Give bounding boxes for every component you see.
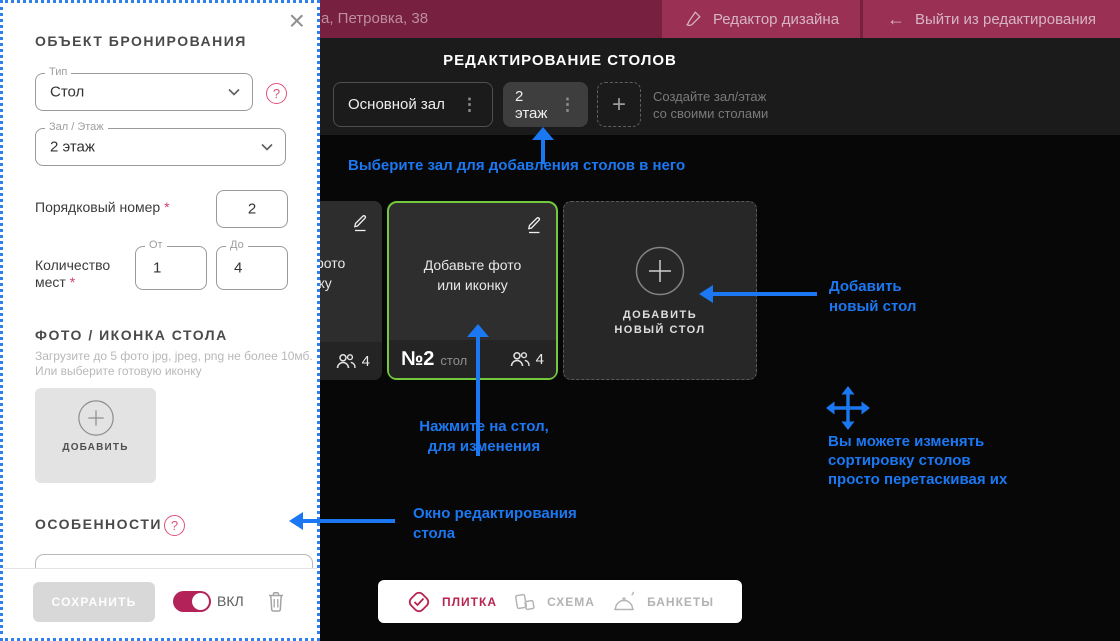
features-help-icon[interactable]: ?	[164, 515, 185, 536]
order-number-value: 2	[247, 200, 257, 218]
annotation-edit-window: Окно редактирования стола	[413, 505, 577, 542]
banquet-cloche-icon	[614, 591, 635, 610]
photo-hint: Загрузите до 5 фото jpg, jpeg, png не бо…	[35, 349, 313, 378]
panel-footer: СОХРАНИТЬ ВКЛ	[3, 568, 317, 638]
trash-icon[interactable]	[266, 590, 286, 618]
type-help-icon[interactable]: ?	[266, 83, 287, 104]
annotation-add-new-table: Добавить новый стол	[829, 278, 917, 315]
plus-circle-icon	[77, 400, 114, 436]
arrow-left-to-add-table	[699, 285, 817, 303]
people-icon	[336, 354, 356, 369]
add-hall-button[interactable]: +	[597, 82, 641, 127]
photo-section-title: ФОТО / ИКОНКА СТОЛА	[35, 327, 228, 343]
view-tab-scheme[interactable]: СХЕМА	[513, 590, 595, 614]
editor-title: РЕДАКТИРОВАНИЕ СТОЛОВ	[443, 52, 677, 69]
panel-title: ОБЪЕКТ БРОНИРОВАНИЯ	[35, 33, 247, 49]
toggle-label: ВКЛ	[217, 593, 244, 609]
tab-floor2-label: 2 этаж	[515, 87, 548, 122]
design-editor-label: Редактор дизайна	[712, 10, 840, 28]
seats-to-label: До	[226, 239, 248, 251]
seats-to-value: 4	[234, 259, 243, 277]
seats-from-value: 1	[153, 259, 162, 277]
features-title: ОСОБЕННОСТИ	[35, 516, 162, 532]
seats-from-input[interactable]: От 1	[135, 239, 207, 290]
toggle-knob	[192, 593, 209, 610]
move-arrows-icon	[826, 386, 870, 430]
plus-icon: +	[611, 90, 626, 118]
kebab-menu-icon[interactable]: ⋮	[559, 94, 576, 114]
seats-count: 4	[510, 351, 544, 368]
seats-count: 4	[336, 353, 370, 370]
plus-circle-icon	[635, 246, 685, 296]
tab-main-hall-label: Основной зал	[348, 96, 445, 113]
arrow-up-to-floor2-tab	[532, 127, 554, 164]
view-tab-banquets[interactable]: БАНКЕТЫ	[611, 590, 714, 614]
upload-label: ДОБАВИТЬ	[62, 442, 129, 453]
tiles-check-icon	[408, 591, 430, 612]
view-tab-tiles[interactable]: ПЛИТКА	[406, 589, 497, 615]
back-arrow-icon: ←	[886, 8, 905, 29]
order-number-input[interactable]: 2	[216, 190, 288, 228]
edit-pencil-icon[interactable]	[350, 211, 370, 238]
enabled-toggle[interactable]	[173, 591, 211, 612]
save-button[interactable]: СОХРАНИТЬ	[33, 582, 155, 622]
hall-select-label: Зал / Этаж	[45, 121, 108, 133]
hall-select-value: 2 этаж	[50, 138, 95, 156]
exit-editing-label: Выйти из редактирования	[914, 10, 1097, 28]
annotation-drag-sort: Вы можете изменять сортировку столов про…	[828, 433, 1008, 488]
close-icon[interactable]: ×	[288, 5, 305, 36]
view-switcher: ПЛИТКА СХЕМА БАНКЕТЫ	[378, 580, 742, 623]
booking-object-panel: × ОБЪЕКТ БРОНИРОВАНИЯ Тип Стол ? Зал / Э…	[0, 0, 320, 641]
arrow-left-to-panel	[289, 512, 395, 530]
scheme-icon	[515, 593, 535, 610]
paintbrush-icon	[686, 11, 701, 27]
type-select-value: Стол	[50, 83, 85, 101]
order-number-label: Порядковый номер *	[35, 199, 170, 215]
create-hall-hint: Создайте зал/этаж со своими столами	[653, 89, 769, 121]
annotation-choose-hall: Выберите зал для добавления столов в нег…	[348, 157, 686, 174]
features-input[interactable]	[35, 554, 313, 572]
seats-from-label: От	[145, 239, 167, 251]
edit-pencil-icon[interactable]	[524, 213, 544, 240]
annotation-click-table: Нажмите на стол, для изменения	[419, 418, 549, 455]
upload-photo-button[interactable]: ДОБАВИТЬ	[35, 388, 156, 483]
location-label: а, Петровка, 38	[321, 10, 429, 27]
tab-main-hall[interactable]: Основной зал ⋮	[333, 82, 493, 127]
chevron-down-icon	[261, 143, 273, 151]
topbar-divider	[860, 0, 863, 38]
chevron-down-icon	[228, 88, 240, 96]
hall-select[interactable]: Зал / Этаж 2 этаж	[35, 121, 286, 166]
people-icon	[510, 352, 530, 367]
design-editor-button[interactable]: Редактор дизайна	[662, 0, 860, 38]
arrow-up-to-selected-card	[467, 324, 489, 456]
seats-count-label: Количество мест *	[35, 257, 111, 290]
add-table-label: ДОБАВИТЬ НОВЫЙ СТОЛ	[614, 309, 706, 336]
tab-floor2[interactable]: 2 этаж ⋮	[503, 82, 588, 127]
seats-to-input[interactable]: До 4	[216, 239, 288, 290]
editor-header-band	[320, 38, 1120, 135]
type-select-label: Тип	[45, 66, 72, 78]
kebab-menu-icon[interactable]: ⋮	[461, 94, 478, 114]
card-placeholder-text: Добавьте фото или иконку	[423, 257, 522, 293]
exit-editing-button[interactable]: ← Выйти из редактирования	[863, 0, 1120, 38]
add-table-card[interactable]: ДОБАВИТЬ НОВЫЙ СТОЛ	[563, 201, 757, 380]
type-select[interactable]: Тип Стол	[35, 66, 253, 111]
